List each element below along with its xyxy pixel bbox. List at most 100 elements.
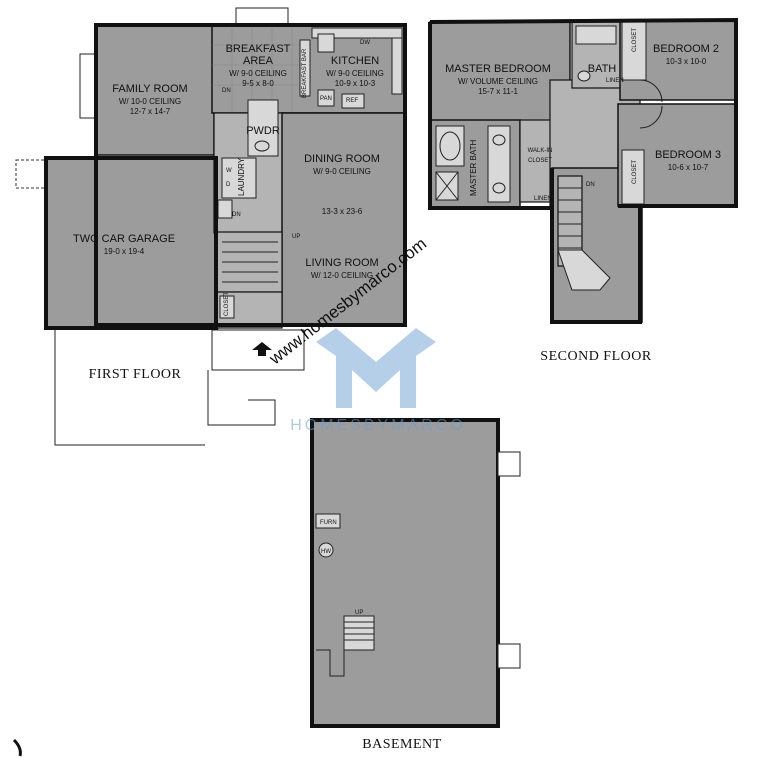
laundry-room [221, 157, 257, 199]
hall-linen-label: LINEN [606, 78, 624, 84]
garage-wall [44, 156, 218, 330]
scan-corner-mark [12, 738, 22, 757]
second-floor-title: SECOND FLOOR [540, 349, 652, 364]
tub-basin [439, 131, 461, 161]
foyer-closet [219, 295, 235, 319]
water-heater [318, 542, 334, 558]
kitchen-floor-tiles [212, 25, 300, 113]
master-vanity [487, 125, 511, 203]
kitchen-name: KITCHEN [331, 55, 379, 67]
laundry-stair [217, 199, 233, 219]
dining-living-size: 13-3 x 23-6 [322, 207, 363, 216]
basement-plan [310, 418, 521, 728]
master-bedroom-ceiling: W/ VOLUME CEILING [458, 77, 538, 86]
hall-tub [575, 25, 617, 45]
bedroom-2-name: BEDROOM 2 [653, 43, 719, 55]
water-heater-label: HW [321, 549, 331, 555]
second-stair-treads [558, 187, 582, 249]
master-bath-label: MASTER BATH [469, 139, 478, 196]
breakfast-area-name-2: AREA [243, 55, 274, 67]
stair-treads [222, 241, 278, 283]
breakfast-area-name: BREAKFAST [226, 43, 291, 55]
second-floor-plan [428, 17, 738, 324]
dining-room-name: DINING ROOM [304, 153, 380, 165]
refrigerator [341, 93, 365, 109]
living-room-ceiling: W/ 12-0 CEILING [311, 271, 373, 280]
kitchen-counter-top [311, 27, 403, 39]
shower-cross-2 [435, 171, 459, 201]
bedroom-2-size: 10-3 x 10-0 [666, 57, 707, 66]
watermark-brand: HOMESBYMARCO [290, 417, 466, 434]
dining-living-room [281, 112, 405, 326]
kitchen-sink [317, 33, 335, 53]
pantry [317, 89, 335, 107]
breakfast-area-ceiling: W/ 9-0 CEILING [229, 69, 287, 78]
watermark-m-logo-icon [316, 328, 436, 408]
family-room-size: 12-7 x 14-7 [130, 107, 171, 116]
sink-icon [492, 134, 506, 146]
master-linen-label: LINEN [534, 196, 552, 202]
family-room-name: FAMILY ROOM [112, 83, 187, 95]
first-floor-dn-label: DN [222, 88, 231, 94]
hall-bath-label: BATH [588, 63, 617, 75]
foyer-closet-label: CLOSET [224, 292, 230, 316]
refrigerator-label: REF [346, 98, 358, 104]
breakfast-area-size: 9-5 x 8-0 [242, 79, 274, 88]
toilet-icon [254, 140, 270, 152]
walk-in-closet-label: CLOSET [528, 158, 552, 164]
master-bedroom-size: 15-7 x 11-1 [478, 87, 518, 96]
kitchen-ceiling: W/ 9-0 CEILING [326, 69, 384, 78]
second-floor-wall-left [428, 22, 550, 210]
basement-window-well-2 [497, 643, 521, 669]
basement-title: BASEMENT [362, 737, 441, 752]
breakfast-bar-label: BREAKFAST BAR [302, 48, 308, 98]
living-room-name: LIVING ROOM [305, 257, 378, 269]
bedroom-3-door [639, 105, 663, 129]
second-floor-wall-top [429, 17, 738, 208]
front-walkway [207, 370, 276, 426]
first-floor-title: FIRST FLOOR [89, 367, 182, 382]
furnace-label: FURN [320, 520, 337, 526]
basement-stair-treads [344, 621, 374, 641]
walk-in-label: WALK-IN [528, 148, 553, 154]
dining-room-ceiling: W/ 9-0 CEILING [313, 167, 371, 176]
master-bedroom [429, 21, 571, 123]
basement-stairs [343, 615, 375, 651]
basement-area [311, 419, 499, 727]
dryer-label: D [226, 182, 231, 188]
dishwasher-label: DW [360, 40, 370, 46]
family-room-ceiling: W/ 10-0 CEILING [119, 97, 181, 106]
first-floor-outer-wall [94, 23, 407, 327]
rear-window [235, 7, 289, 26]
breakfast-bar [299, 39, 311, 97]
bedroom-3-name: BEDROOM 3 [655, 149, 721, 161]
bedroom-2-closet-label: CLOSET [632, 28, 638, 52]
washer-label: W [226, 168, 232, 174]
stair-landing [557, 249, 611, 291]
driveway-outline [54, 330, 205, 446]
family-room-bay-window [79, 53, 97, 119]
powder-room-label: PWDR [246, 125, 280, 137]
garage-size: 19-0 x 19-4 [104, 247, 145, 256]
basement-up-label: UP [355, 610, 363, 616]
bedroom-3-closet-label: CLOSET [632, 160, 638, 184]
second-floor-dn-label: DN [586, 182, 595, 188]
first-floor-up-label: UP [292, 234, 300, 240]
kitchen-counter-right [391, 37, 403, 95]
basement-window-well-1 [497, 451, 521, 477]
bedroom-2-door [639, 79, 663, 103]
furnace [315, 513, 341, 529]
first-floor-plan [15, 7, 407, 446]
master-bedroom-name: MASTER BEDROOM [445, 63, 551, 75]
pantry-label: PAN [320, 96, 332, 102]
garage-side-door [15, 159, 47, 189]
sink-icon-2 [492, 182, 506, 194]
laundry-dn-label: DN [232, 212, 241, 218]
entry-arrow-icon [252, 342, 272, 356]
basement-wall [310, 418, 500, 728]
second-floor-wall-bottom [550, 168, 642, 324]
kitchen-size: 10-9 x 10-3 [335, 79, 376, 88]
garage-name: TWO CAR GARAGE [73, 233, 175, 245]
laundry-label: LAUNDRY [237, 157, 246, 196]
